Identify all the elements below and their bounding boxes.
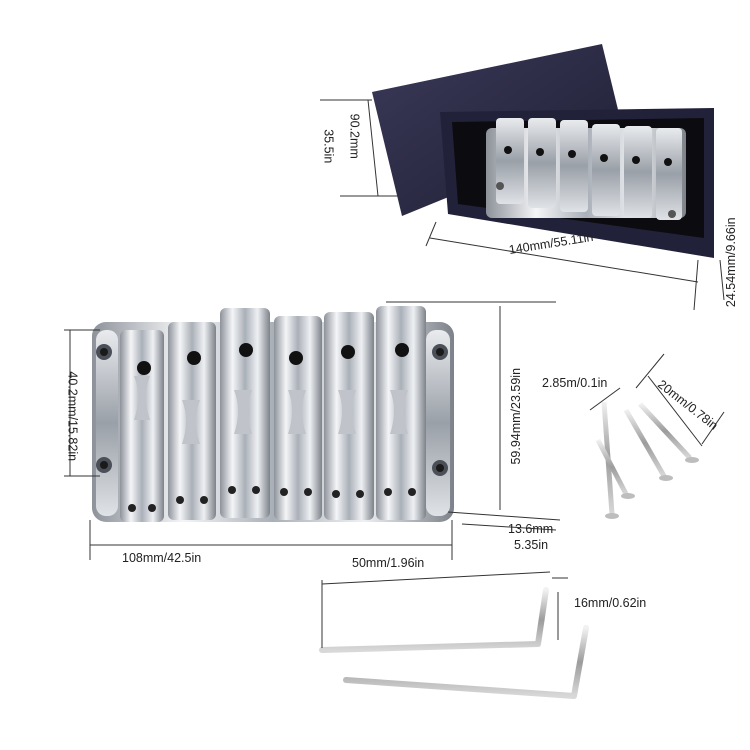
- box-dimension-lines: [320, 99, 725, 311]
- bass-bridge: [92, 306, 454, 522]
- gift-box: [372, 44, 714, 258]
- screw: [638, 402, 699, 463]
- screw-dimension-lines: [589, 353, 725, 447]
- box-height-mm-label: 90.2mm: [347, 113, 362, 159]
- hex-wrench: [343, 625, 589, 699]
- mounting-screws: [595, 401, 699, 519]
- screw: [623, 408, 673, 481]
- saddle: [120, 330, 164, 522]
- boxed-bridge: [486, 118, 686, 220]
- hex-wrenches: [319, 587, 589, 699]
- screw-diameter-label: 2.85m/0.1in: [542, 376, 608, 390]
- saddle: [220, 308, 270, 518]
- wrench-length-label: 50mm/1.96in: [352, 556, 425, 570]
- saddle: [168, 322, 216, 520]
- bridge-depth-label: 40.2mm/15.82in: [65, 371, 80, 462]
- saddle: [274, 316, 322, 520]
- wrench-short-label: 16mm/0.62in: [574, 596, 647, 610]
- screw: [595, 438, 635, 499]
- saddle: [376, 306, 426, 520]
- hex-wrench: [319, 587, 549, 653]
- bridge-side-in-label: 5.35in: [514, 538, 549, 552]
- bridge-side-mm-label: 13.6mm: [508, 522, 554, 536]
- bridge-height-label: 59.94mm/23.59in: [508, 367, 523, 465]
- bridge-dimension-lines: [64, 301, 561, 560]
- wrench-dimension-lines: [321, 571, 568, 648]
- saddle: [324, 312, 374, 520]
- box-depth-label: 24.54mm/9.66in: [723, 217, 738, 308]
- bridge-width-label: 108mm/42.5in: [122, 551, 202, 565]
- box-height-in-label: 35.5in: [321, 129, 336, 164]
